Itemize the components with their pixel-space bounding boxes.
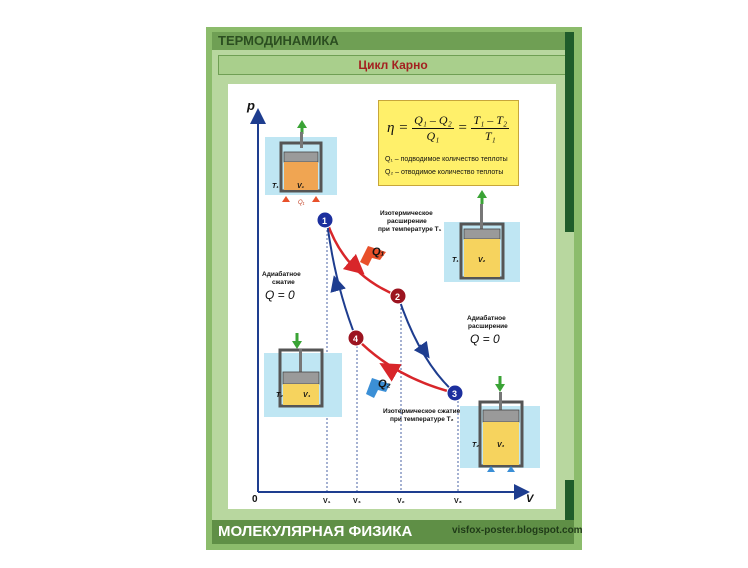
svg-text:1: 1 <box>322 216 327 226</box>
tick-v1: V₁ <box>323 498 331 505</box>
svg-text:Q = 0: Q = 0 <box>265 288 295 302</box>
tick-v3: V₃ <box>454 498 462 505</box>
svg-text:V₁: V₁ <box>297 183 305 190</box>
heat-in-arrow: Q₁ <box>360 246 386 266</box>
svg-text:Изотермическое сжатие: Изотермическое сжатие <box>383 408 461 415</box>
svg-text:2: 2 <box>395 292 400 302</box>
cylinder-state-2: T₁ V₂ <box>444 190 520 282</box>
formula-den-2: T₁ <box>484 129 496 143</box>
cylinder-state-1: T₁ V₁ Q₁ <box>265 120 337 206</box>
formula-note-q1: Q₁ – подводимое количество теплоты <box>385 156 508 163</box>
footer-url: visfox-poster.blogspot.com <box>452 525 583 536</box>
efficiency-formula-box: η = Q₁ – Q₂ Q₁ = T₁ – T₂ T₁ Q₁ – подводи… <box>378 100 519 186</box>
svg-text:сжатие: сжатие <box>272 279 295 286</box>
x-axis-label: V <box>526 493 535 505</box>
formula-den-1: Q₁ <box>426 129 440 143</box>
point-3: 3 <box>446 384 464 402</box>
svg-text:Изотермическое: Изотермическое <box>380 210 433 217</box>
adiabatic-compression-curve <box>326 221 357 339</box>
arrow-4-1 <box>330 275 346 293</box>
volume-guides <box>326 222 459 492</box>
efficiency-formula: η = Q₁ – Q₂ Q₁ = T₁ – T₂ T₁ <box>387 113 510 144</box>
heat-out-arrow: Q₂ <box>366 378 391 398</box>
svg-text:T₁: T₁ <box>272 183 279 190</box>
cylinder-state-4: T₂ V₄ <box>264 333 342 417</box>
point-2: 2 <box>389 287 407 305</box>
side-stripe-bottom <box>565 480 574 522</box>
heat-in-label: Q₁ <box>372 246 385 258</box>
svg-text:4: 4 <box>353 334 358 344</box>
svg-text:Q = 0: Q = 0 <box>470 332 500 346</box>
cylinder-state-3: T₂ V₃ <box>460 376 540 472</box>
isothermal-compression-label: Изотермическое сжатие при температуре T₂ <box>383 408 461 423</box>
footer-bar <box>212 520 574 544</box>
formula-fraction-1: Q₁ – Q₂ Q₁ <box>412 113 454 144</box>
svg-text:T₂: T₂ <box>472 442 479 449</box>
arrow-3-4 <box>379 363 402 382</box>
y-axis-label: p <box>246 98 255 113</box>
svg-text:V₂: V₂ <box>478 257 486 264</box>
formula-num-2: T₁ – T₂ <box>471 113 510 129</box>
adiabatic-compression-label: Адиабатное сжатие Q = 0 <box>262 270 301 302</box>
svg-text:при температуре T₁: при температуре T₁ <box>378 226 442 233</box>
svg-text:расширение: расширение <box>468 323 508 330</box>
section-title: ТЕРМОДИНАМИКА <box>212 32 574 50</box>
tick-v4: V₄ <box>353 498 361 505</box>
svg-text:расширение: расширение <box>387 218 427 225</box>
isothermal-expansion-label: Изотермическое расширение при температур… <box>378 210 442 233</box>
svg-text:Адиабатное: Адиабатное <box>467 314 506 322</box>
svg-text:при температуре T₂: при температуре T₂ <box>390 416 454 423</box>
svg-text:T₂: T₂ <box>276 392 283 399</box>
origin-label: 0 <box>252 494 258 505</box>
formula-equals: = <box>457 119 468 136</box>
tick-v2: V₂ <box>397 498 405 505</box>
svg-text:Q₁: Q₁ <box>298 200 305 206</box>
svg-text:3: 3 <box>452 389 457 399</box>
svg-text:V₄: V₄ <box>303 392 311 399</box>
formula-eta: η = <box>387 119 409 136</box>
point-1: 1 <box>316 211 334 229</box>
point-4: 4 <box>347 329 365 347</box>
formula-num-1: Q₁ – Q₂ <box>412 113 454 129</box>
side-stripe-top <box>565 32 574 232</box>
svg-text:V₃: V₃ <box>497 442 505 449</box>
adiabatic-expansion-label: Адиабатное расширение Q = 0 <box>467 314 508 346</box>
svg-text:T₁: T₁ <box>452 257 459 264</box>
x-tick-labels: V₁ V₄ V₂ V₃ <box>323 498 462 505</box>
arrow-1-2 <box>342 253 365 275</box>
footer-title: МОЛЕКУЛЯРНАЯ ФИЗИКА <box>218 523 413 540</box>
formula-fraction-2: T₁ – T₂ T₁ <box>471 113 510 144</box>
poster-subtitle: Цикл Карно <box>218 55 568 75</box>
arrow-2-3 <box>413 340 430 359</box>
formula-note-q2: Q₂ – отводимое количество теплоты <box>385 169 504 176</box>
svg-text:Адиабатное: Адиабатное <box>262 270 301 278</box>
adiabatic-expansion-curve <box>397 295 456 394</box>
heat-out-label: Q₂ <box>378 378 391 390</box>
